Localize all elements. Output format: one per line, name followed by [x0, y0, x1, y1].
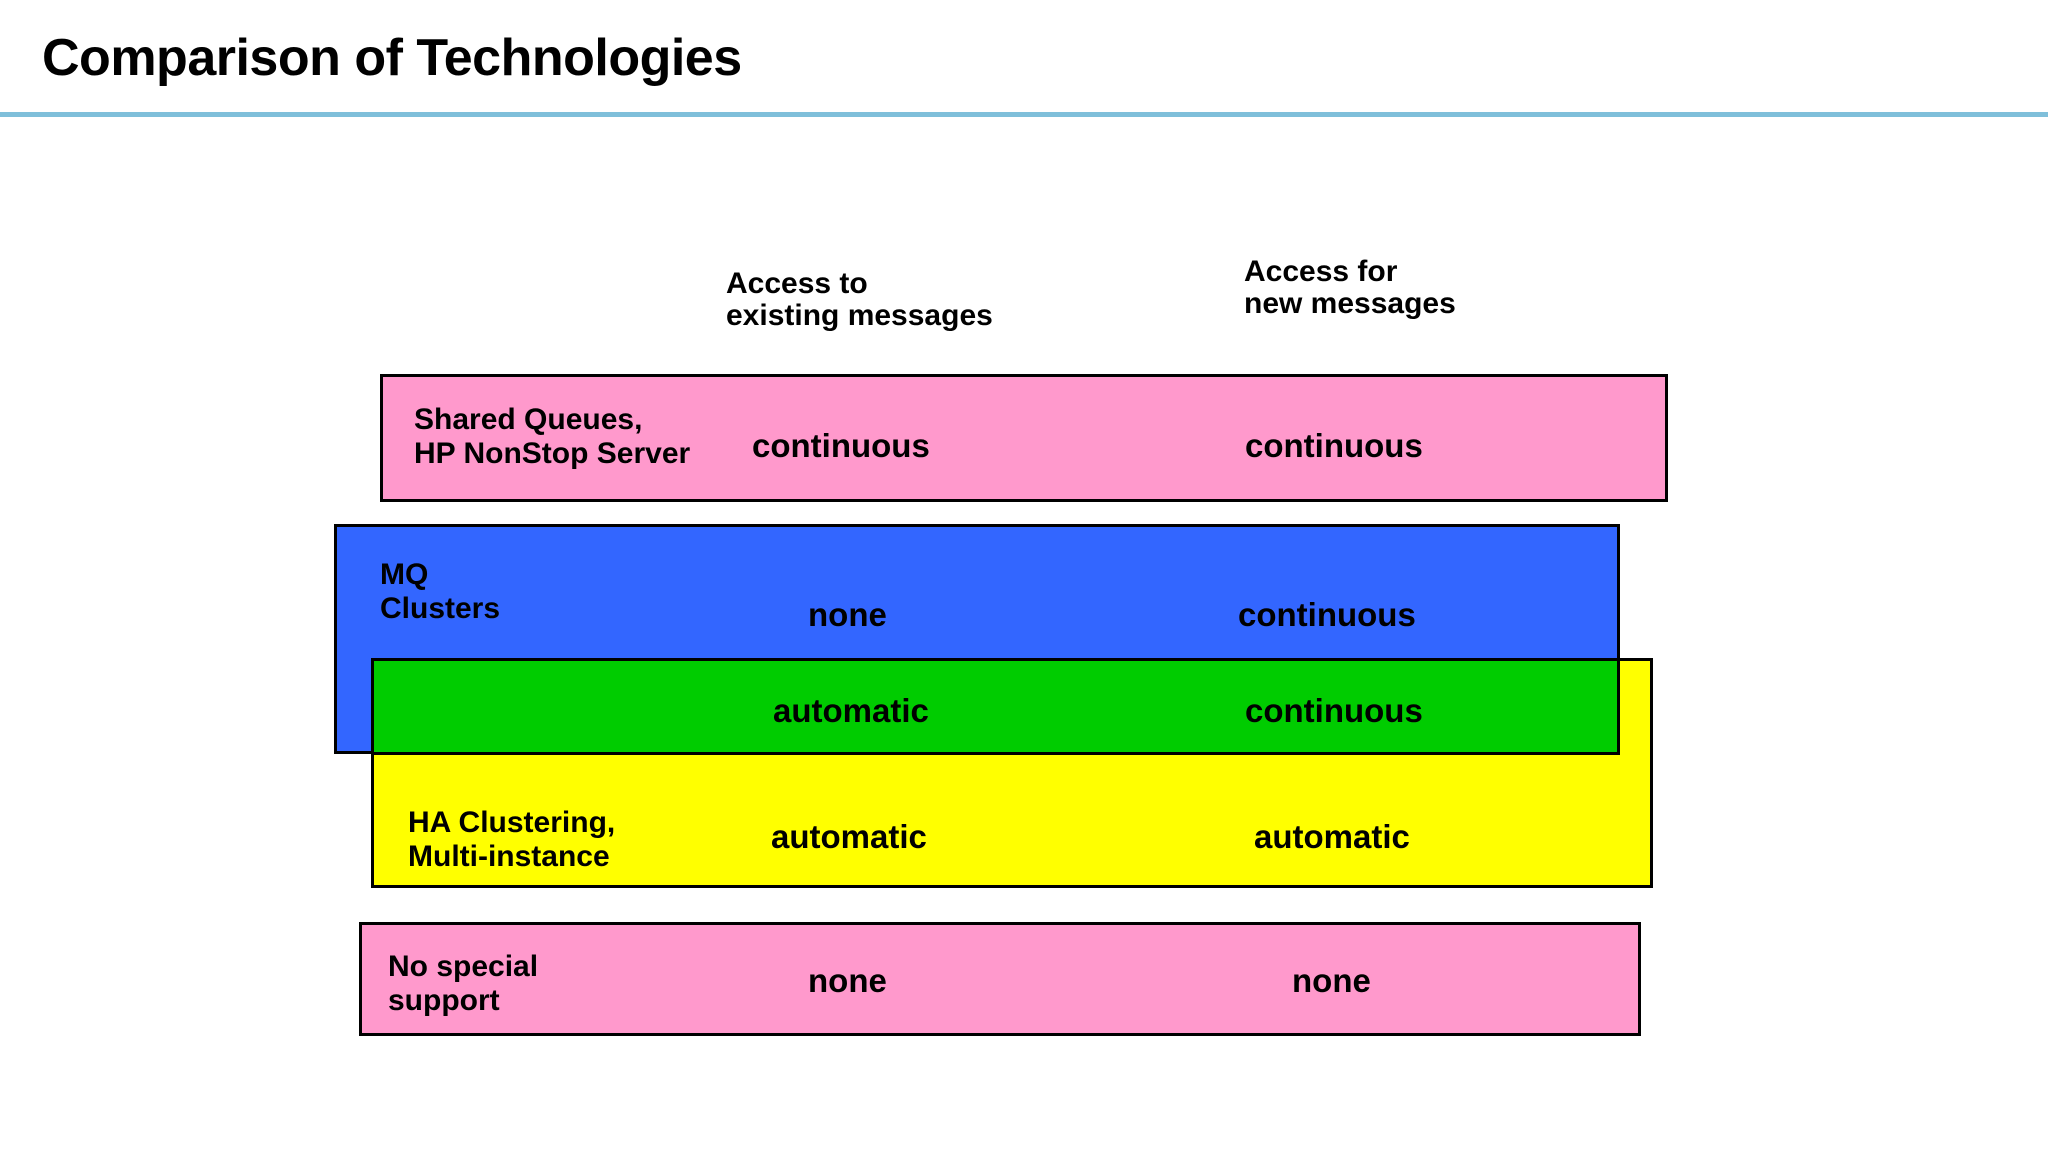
row-value-no-special-support-existing: none — [808, 962, 887, 999]
row-value-automatic-green-existing: automatic — [773, 692, 929, 729]
row-value-ha-clustering-new: automatic — [1254, 818, 1410, 855]
row-value-no-special-support-new: none — [1292, 962, 1371, 999]
row-value-shared-queues-existing: continuous — [752, 427, 930, 464]
row-label-ha-clustering: HA Clustering, Multi-instance — [408, 806, 616, 873]
title-divider-rule — [0, 112, 2048, 117]
row-box-automatic-green[interactable] — [371, 658, 1620, 755]
row-value-automatic-green-new: continuous — [1245, 692, 1423, 729]
column-header-access-new: Access for new messages — [1244, 255, 1456, 321]
page-title: Comparison of Technologies — [42, 29, 742, 87]
column-header-access-existing: Access to existing messages — [726, 267, 993, 333]
row-value-ha-clustering-existing: automatic — [771, 818, 927, 855]
row-label-mq-clusters: MQ Clusters — [380, 558, 501, 625]
row-box-no-special-support[interactable] — [359, 922, 1641, 1036]
row-box-shared-queues[interactable] — [380, 374, 1668, 502]
row-label-no-special-support: No special support — [388, 950, 539, 1017]
row-value-mq-clusters-new: continuous — [1238, 596, 1416, 633]
row-value-shared-queues-new: continuous — [1245, 427, 1423, 464]
row-label-shared-queues: Shared Queues, HP NonStop Server — [414, 403, 691, 470]
row-value-mq-clusters-existing: none — [808, 596, 887, 633]
